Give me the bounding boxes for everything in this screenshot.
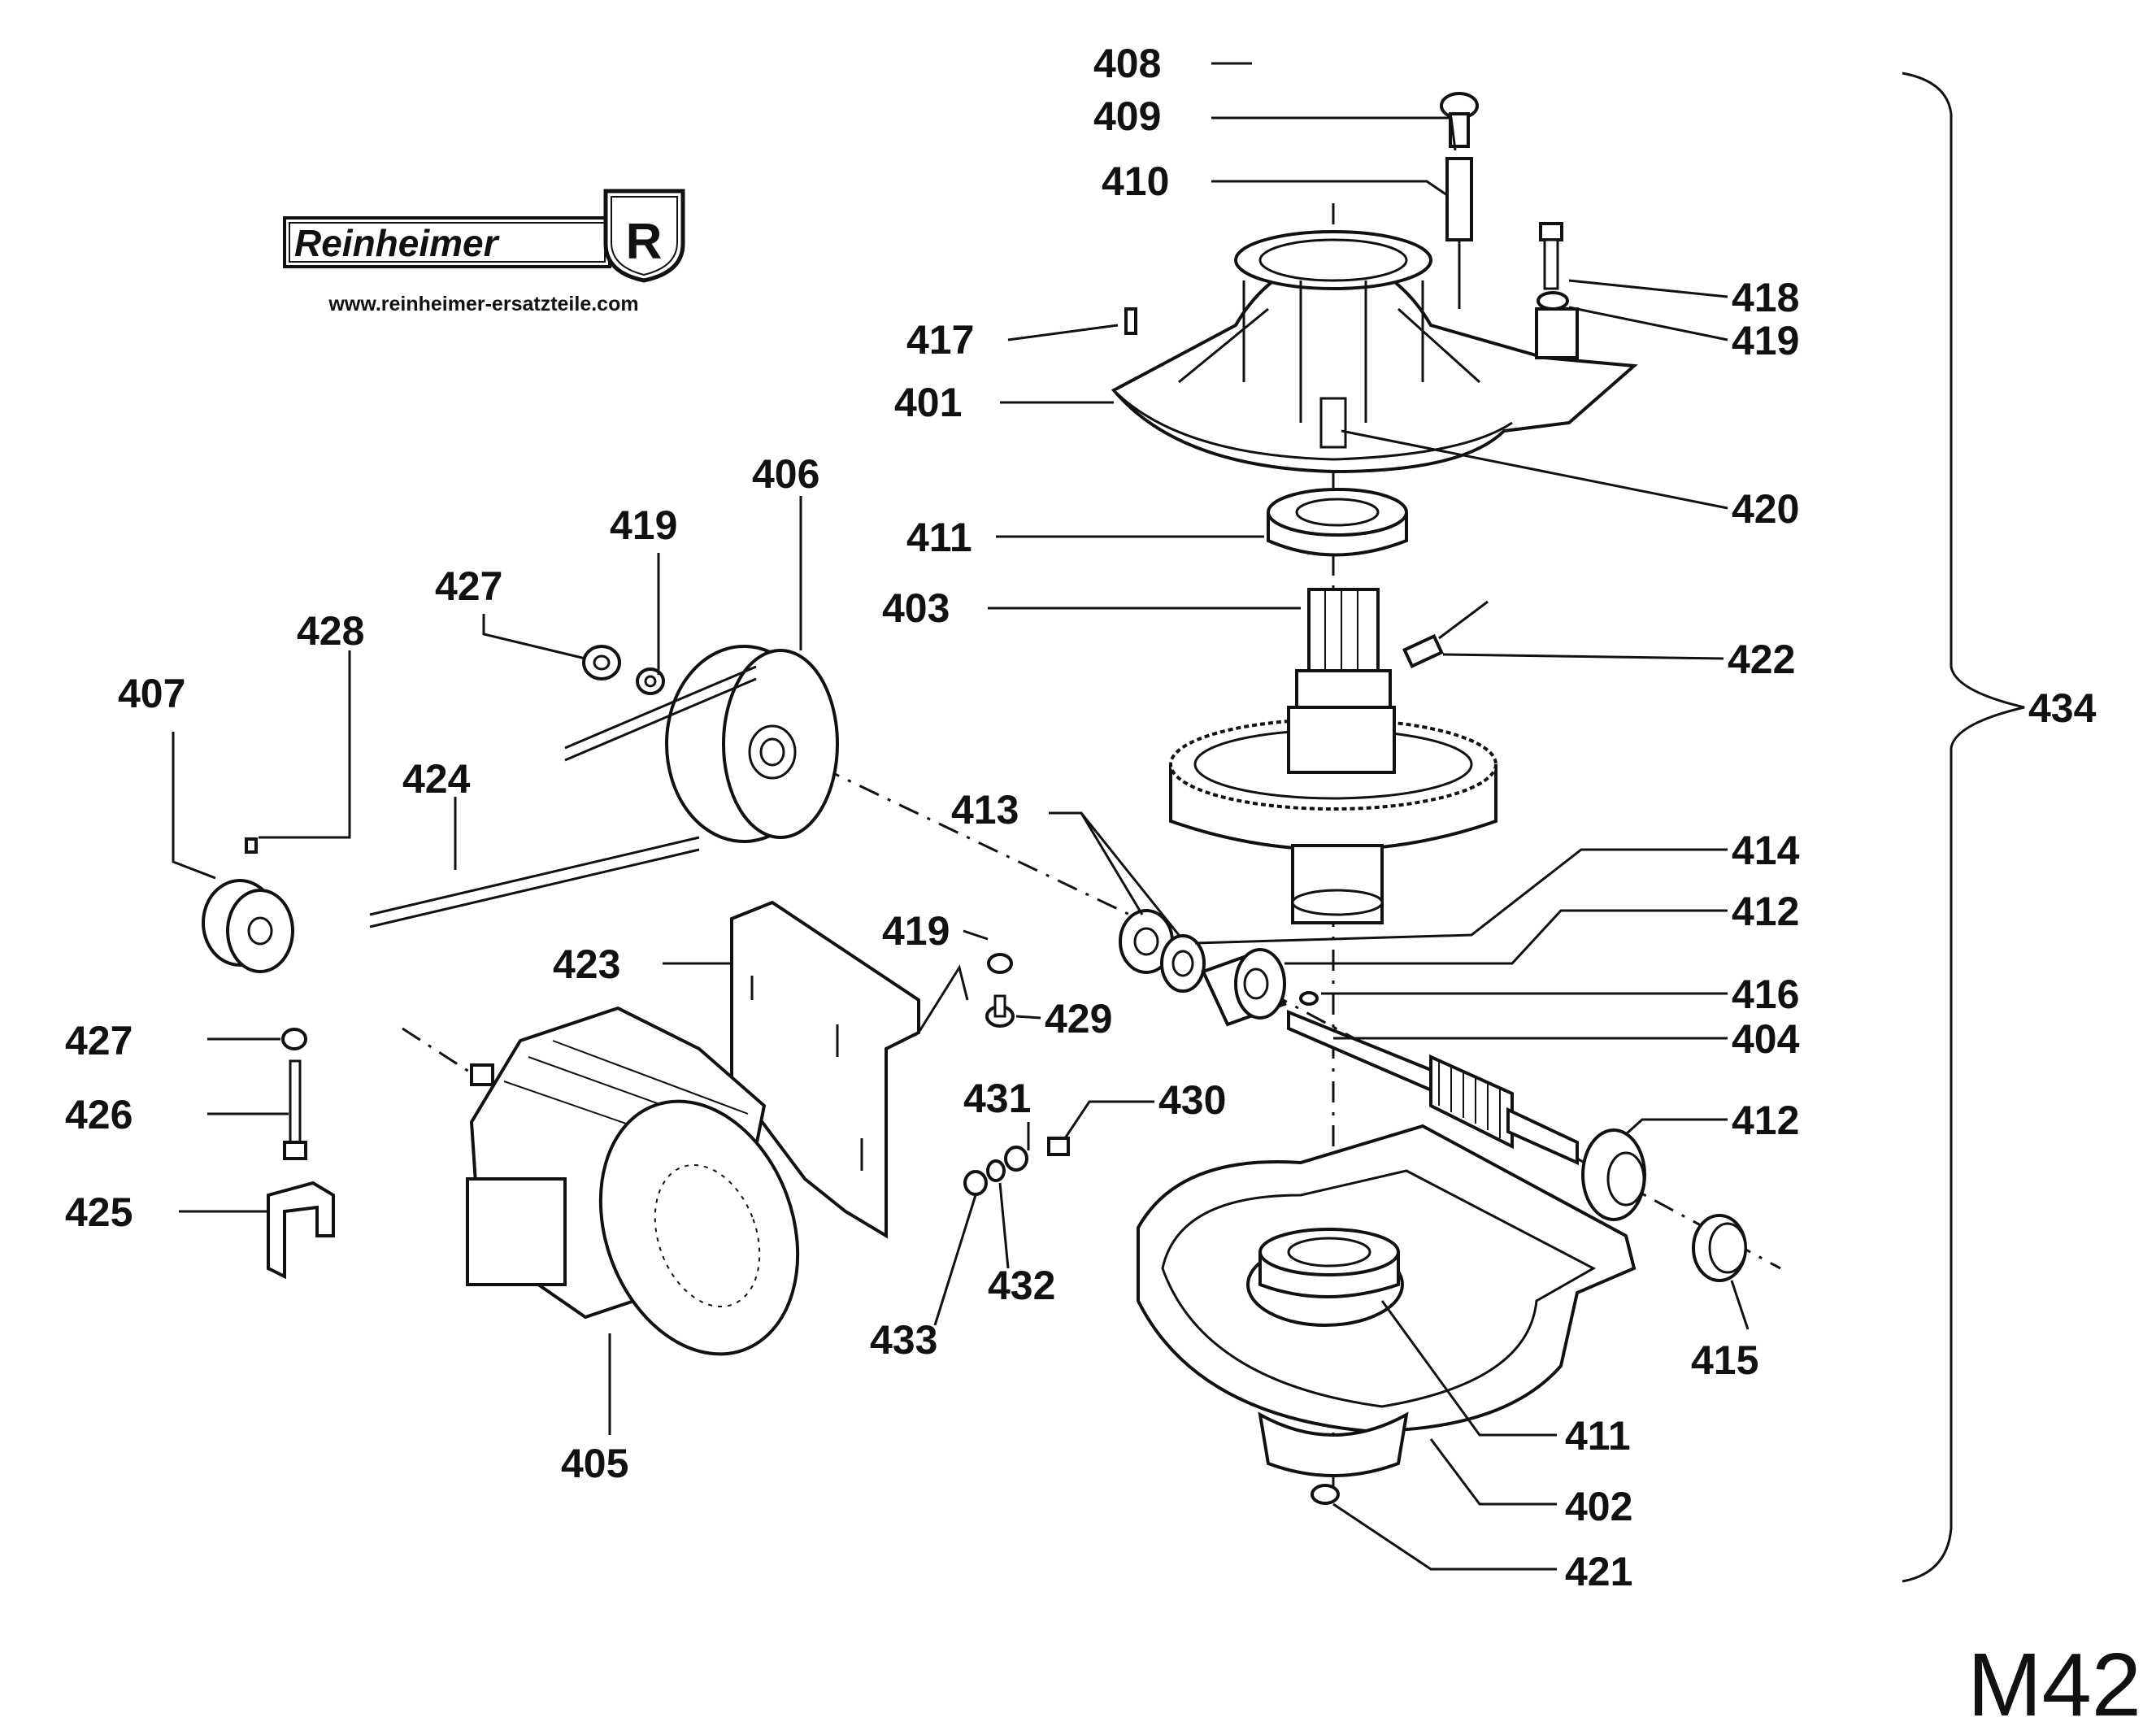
callout-401: 401 <box>894 380 962 425</box>
callout-407: 407 <box>118 671 185 716</box>
part-427-nut <box>582 645 621 681</box>
callout-409: 409 <box>1093 93 1161 139</box>
part-412-bearing-rear <box>1581 1128 1646 1221</box>
callout-415: 415 <box>1691 1337 1758 1383</box>
part-407-motor-pulley <box>202 879 294 973</box>
part-402-lower-housing <box>1137 1124 1637 1477</box>
part-421-drain-plug <box>1311 1484 1340 1505</box>
callout-431: 431 <box>963 1076 1031 1121</box>
part-431-washer <box>1004 1146 1028 1172</box>
callout-413: 413 <box>951 787 1019 833</box>
part-424-v-belt <box>369 665 757 928</box>
callout-421: 421 <box>1565 1549 1632 1594</box>
part-433-nut <box>963 1170 988 1196</box>
callout-426: 426 <box>65 1092 133 1137</box>
part-423-motor-bracket <box>730 900 969 1239</box>
callout-labels: 408 409 410 417 401 418 419 420 406 419 … <box>65 41 2097 1594</box>
part-414-ring <box>1160 934 1206 993</box>
sheet-code: M42 <box>1967 1635 2141 1735</box>
callout-405: 405 <box>561 1441 628 1486</box>
part-418-screw <box>1539 222 1563 290</box>
part-404-worm-shaft <box>1287 1010 1579 1166</box>
part-425-clamp <box>267 1181 335 1280</box>
callout-418: 418 <box>1732 275 1799 320</box>
callout-404: 404 <box>1732 1016 1800 1062</box>
callout-420: 420 <box>1732 486 1799 532</box>
callout-422: 422 <box>1728 637 1795 682</box>
part-429-screw <box>985 994 1015 1028</box>
callout-428: 428 <box>297 608 364 654</box>
part-427-nut-small <box>281 1028 307 1050</box>
callout-414: 414 <box>1732 828 1800 873</box>
callout-416: 416 <box>1732 972 1799 1017</box>
part-401-upper-housing <box>1111 230 1638 474</box>
callout-424: 424 <box>402 756 471 802</box>
part-428-set-screw <box>245 837 258 854</box>
callout-419-bracket: 419 <box>882 908 950 954</box>
logo-emblem-letter: R <box>626 214 663 270</box>
callout-432: 432 <box>988 1263 1055 1308</box>
callout-429: 429 <box>1045 996 1112 1041</box>
part-416-key <box>1299 991 1319 1006</box>
callout-403: 403 <box>882 585 950 631</box>
reinheimer-logo: Reinheimer R www.reinheimer-ersatzteile.… <box>283 189 685 315</box>
logo-url: www.reinheimer-ersatzteile.com <box>328 293 638 315</box>
part-408-vent-cap <box>1440 92 1479 309</box>
part-426-adjusting-bolt <box>283 1059 307 1160</box>
part-415-end-cap <box>1692 1214 1747 1282</box>
callout-411-top: 411 <box>906 515 972 560</box>
callout-411-bottom: 411 <box>1565 1413 1631 1459</box>
callout-410: 410 <box>1102 159 1169 204</box>
logo-shield-emblem <box>603 189 685 283</box>
part-419-washer-top <box>1537 291 1569 311</box>
assembly-brace <box>1902 72 2025 1583</box>
part-419-washer-pulley <box>636 667 665 695</box>
leader-lines <box>172 62 1750 1571</box>
callout-417: 417 <box>906 317 974 363</box>
callout-412-front: 412 <box>1732 889 1799 934</box>
part-430-screw <box>1047 1137 1070 1156</box>
part-419-washer-bracket <box>987 953 1013 974</box>
part-405-electric-motor <box>466 1006 800 1356</box>
callout-419-top: 419 <box>1732 318 1799 363</box>
motor-axis <box>402 1027 472 1075</box>
part-422-fitting <box>1402 600 1489 668</box>
part-406-large-pulley <box>665 645 839 843</box>
callout-433: 433 <box>870 1317 937 1363</box>
logo-brand-text: Reinheimer <box>294 222 500 264</box>
part-403-gear-shaft <box>1169 588 1497 924</box>
callout-427-adjuster: 427 <box>65 1018 133 1063</box>
callout-406: 406 <box>752 451 819 497</box>
part-412-bearing-front <box>1201 948 1287 1027</box>
part-413-seal <box>1119 909 1174 974</box>
callout-423: 423 <box>553 941 620 987</box>
callout-408: 408 <box>1093 41 1161 86</box>
callout-427-pulley: 427 <box>435 563 502 609</box>
callout-425: 425 <box>65 1189 133 1235</box>
part-411-upper-bearing <box>1267 488 1408 557</box>
part-417-pin <box>1124 307 1137 335</box>
callout-434-assembly: 434 <box>2028 685 2097 731</box>
callout-419-pulley: 419 <box>610 502 677 548</box>
part-432-washer <box>986 1159 1006 1182</box>
callout-412-rear: 412 <box>1732 1098 1799 1143</box>
callout-402: 402 <box>1565 1484 1632 1529</box>
callout-430: 430 <box>1158 1077 1226 1123</box>
